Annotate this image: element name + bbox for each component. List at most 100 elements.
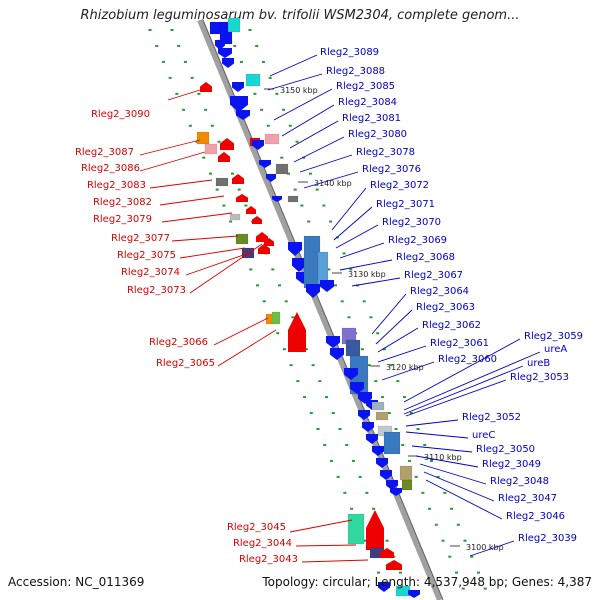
right-connector: [281, 104, 335, 137]
ring-dot: [347, 316, 351, 319]
right-connector: [381, 361, 435, 381]
gene-labels: Rleg2_3090Rleg2_3087Rleg2_3086Rleg2_3083…: [75, 47, 583, 565]
kbp-label: 3100 kbp: [466, 543, 504, 552]
ring-dot: [182, 108, 186, 111]
ring-dot: [423, 443, 427, 446]
ring-dot: [197, 92, 201, 95]
left-gene-label: Rleg2_3083: [87, 180, 146, 191]
ring-dot: [382, 348, 386, 351]
gene-block: [345, 339, 361, 357]
gene-arrow: [378, 582, 390, 592]
gene-arrow: [344, 368, 358, 380]
ring-dot: [175, 92, 179, 95]
ring-dot: [369, 316, 373, 319]
ring-dot: [450, 507, 454, 510]
ring-dot: [177, 44, 181, 47]
gene-arrow: [232, 82, 244, 92]
gene-block: [287, 195, 299, 203]
left-connector: [179, 247, 246, 259]
right-connector: [333, 206, 373, 241]
ring-dot: [396, 380, 400, 383]
gene-arrow: [258, 244, 270, 254]
ring-dot: [170, 29, 174, 31]
ring-dot: [403, 396, 407, 399]
ring-dot: [295, 140, 299, 143]
gene-arrow: [376, 458, 388, 468]
right-connector: [405, 431, 469, 439]
ring-dot: [261, 60, 265, 63]
gene-arrow: [236, 110, 250, 120]
right-connector: [419, 463, 487, 485]
ring-dot: [470, 555, 474, 558]
ring-dot: [237, 188, 241, 191]
left-connector: [185, 251, 253, 276]
ring-dot: [329, 220, 333, 223]
ring-dot: [421, 491, 425, 494]
ring-dot: [249, 268, 253, 271]
right-gene-label: Rleg2_3067: [404, 270, 463, 281]
right-connector: [273, 88, 333, 121]
left-connector: [189, 243, 263, 294]
ring-dot: [260, 108, 264, 111]
ring-dot: [436, 475, 440, 478]
ring-dot: [414, 475, 418, 478]
ring-dot: [349, 268, 353, 271]
left-gene-label: Rleg2_3087: [75, 147, 134, 158]
ring-dot: [329, 459, 333, 462]
right-connector: [403, 351, 541, 411]
ring-dot: [291, 316, 295, 319]
ring-dot: [394, 428, 398, 430]
right-gene-label: Rleg2_3081: [342, 113, 401, 124]
ring-dot: [325, 396, 329, 399]
gene-arrow: [358, 410, 370, 420]
right-gene-label: ureA: [544, 344, 567, 355]
gene-arrow: [350, 382, 364, 394]
ring-dot: [456, 523, 460, 526]
gene-arrow: [380, 548, 394, 558]
ring-dot: [308, 172, 312, 175]
ring-dot: [303, 396, 307, 399]
right-gene-label: Rleg2_3089: [320, 47, 379, 58]
right-gene-label: Rleg2_3076: [362, 164, 421, 175]
ring-dot: [268, 76, 272, 79]
right-connector: [303, 171, 359, 189]
ring-dot: [385, 539, 389, 542]
ring-dot: [389, 364, 393, 367]
right-gene-label: Rleg2_3068: [396, 252, 455, 263]
right-connector: [377, 345, 427, 363]
ring-dot: [183, 60, 187, 63]
right-gene-label: Rleg2_3062: [422, 320, 481, 331]
gene-arrow: [218, 48, 232, 58]
ring-dot: [239, 60, 243, 63]
gene-block: [264, 133, 280, 145]
right-gene-label: Rleg2_3085: [336, 81, 395, 92]
left-connector: [217, 329, 277, 367]
right-connector: [293, 136, 345, 163]
gene-block: [401, 479, 413, 491]
ring-dot: [351, 459, 355, 462]
left-connector: [161, 212, 233, 223]
right-connector: [411, 445, 473, 453]
ring-dot: [217, 140, 221, 143]
ring-dot: [367, 364, 371, 367]
ring-dot: [289, 364, 293, 367]
ring-dot: [148, 29, 152, 31]
ring-dot: [343, 491, 347, 494]
gene-arrow: [215, 40, 225, 50]
ring-dot: [284, 300, 288, 303]
left-gene-label: Rleg2_3075: [117, 250, 176, 261]
right-connector: [375, 309, 413, 345]
left-gene-label: Rleg2_3077: [111, 233, 170, 244]
ring-dot: [190, 76, 194, 79]
right-gene-label: Rleg2_3039: [518, 533, 577, 544]
ring-dot: [307, 220, 311, 223]
ring-dot: [376, 571, 380, 574]
gene-block: [235, 233, 249, 245]
right-connector: [267, 73, 323, 91]
ring-dot: [331, 412, 335, 415]
accession-text: Accession: NC_011369: [8, 575, 145, 589]
right-connector: [331, 187, 367, 231]
ring-dot: [204, 108, 208, 111]
kbp-label: 3140 kbp: [314, 179, 352, 188]
gene-arrow: [366, 434, 378, 444]
